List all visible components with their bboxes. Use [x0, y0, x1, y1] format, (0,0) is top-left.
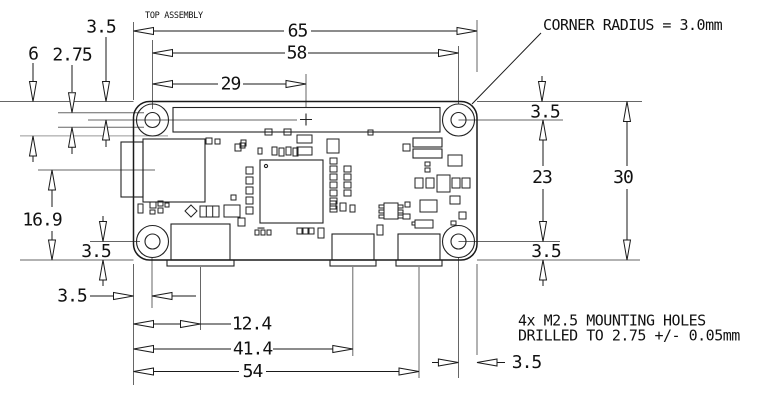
diamond-mark	[184, 204, 198, 218]
mounting-hole-bottom-right	[441, 224, 476, 259]
mounting-hole-top-right	[441, 103, 476, 137]
dim-drill-diameter-275: 2.75	[52, 45, 93, 154]
dim-label: 6	[28, 44, 38, 65]
dim-board-width-65: 65	[133, 21, 478, 42]
dim-board-height-30: 30	[613, 101, 634, 261]
dim-hole-offset-top-left: 3.5	[86, 17, 117, 147]
usb-otg-lip	[329, 259, 377, 267]
dim-usb-otg-center-414: 41.4	[133, 339, 353, 360]
dim-pad-diameter-6: 6	[28, 44, 39, 162]
dim-label: 12.4	[232, 314, 272, 335]
dim-label: 3.5	[531, 241, 561, 262]
mini-hdmi-port	[170, 223, 231, 261]
pcb-components	[120, 106, 443, 267]
dim-edge-offset-right: 3.5	[432, 352, 542, 373]
dim-edge-offset-left: 3.5	[57, 286, 196, 307]
small-ic	[378, 202, 404, 220]
eeprom-pad-1	[412, 137, 443, 148]
mounting-note-line2: DRILLED TO 2.75 +/- 0.05mm	[518, 327, 740, 345]
usb-power-lip	[395, 259, 443, 267]
board-outline	[132, 100, 478, 261]
leader-line	[471, 32, 542, 105]
dim-label: 30	[613, 167, 633, 188]
dim-hole-pitch-y-23: 23	[532, 119, 553, 242]
dim-label: 65	[288, 21, 308, 42]
soc-chip	[259, 159, 324, 224]
extension-lines	[0, 20, 642, 385]
mounting-holes	[135, 103, 476, 259]
dim-hole-offset-bottom-left: 3.5	[81, 216, 112, 286]
dim-hole-pitch-x-58: 58	[152, 43, 459, 64]
mounting-holes-note: 4x M2.5 MOUNTING HOLES DRILLED TO 2.75 +…	[518, 312, 741, 345]
dim-label: 3.5	[81, 241, 111, 262]
dim-label: 16.9	[22, 210, 62, 231]
usb-power-port	[397, 233, 441, 261]
dim-label: 41.4	[233, 339, 273, 360]
mounting-hole-bottom-left	[135, 224, 170, 259]
dim-hole-offset-bottom-right: 3.5	[531, 241, 562, 286]
dim-label: 54	[243, 361, 263, 382]
pcb-passives	[137, 128, 471, 239]
corner-radius-note: CORNER RADIUS = 3.0mm	[471, 16, 723, 105]
dim-sd-center-169: 16.9	[22, 169, 63, 261]
dim-hole-offset-top-right: 3.5	[530, 76, 561, 123]
dim-usb-pwr-center-54: 54	[133, 361, 420, 382]
gpio-header	[172, 106, 441, 133]
triple-pad	[199, 205, 220, 218]
corner-radius-label: CORNER RADIUS = 3.0mm	[543, 16, 723, 34]
drawing-title: TOP ASSEMBLY	[145, 11, 203, 21]
eeprom-pad-2	[412, 148, 443, 159]
dim-label: 29	[221, 74, 241, 95]
sd-card-protrusion	[120, 141, 144, 198]
dim-label: 3.5	[530, 102, 560, 123]
dim-label: 3.5	[86, 17, 116, 38]
mini-hdmi-lip	[166, 259, 235, 267]
dimensions: 65 58 29 3.5 6 2.75	[22, 17, 634, 383]
board-center-mark	[300, 113, 312, 126]
dim-label: 3.5	[57, 286, 87, 307]
dim-label: 2.75	[52, 45, 92, 66]
mounting-note-line1: 4x M2.5 MOUNTING HOLES	[518, 312, 706, 330]
dim-hole-to-center-29: 29	[152, 74, 307, 95]
mounting-hole-top-left	[135, 103, 170, 137]
soc-pin1-mark	[263, 163, 269, 169]
dim-label: 58	[287, 43, 307, 64]
dim-label: 3.5	[512, 352, 542, 373]
dim-hdmi-center-124: 12.4	[133, 314, 272, 335]
dim-label: 23	[532, 167, 552, 188]
usb-otg-port	[331, 233, 375, 261]
